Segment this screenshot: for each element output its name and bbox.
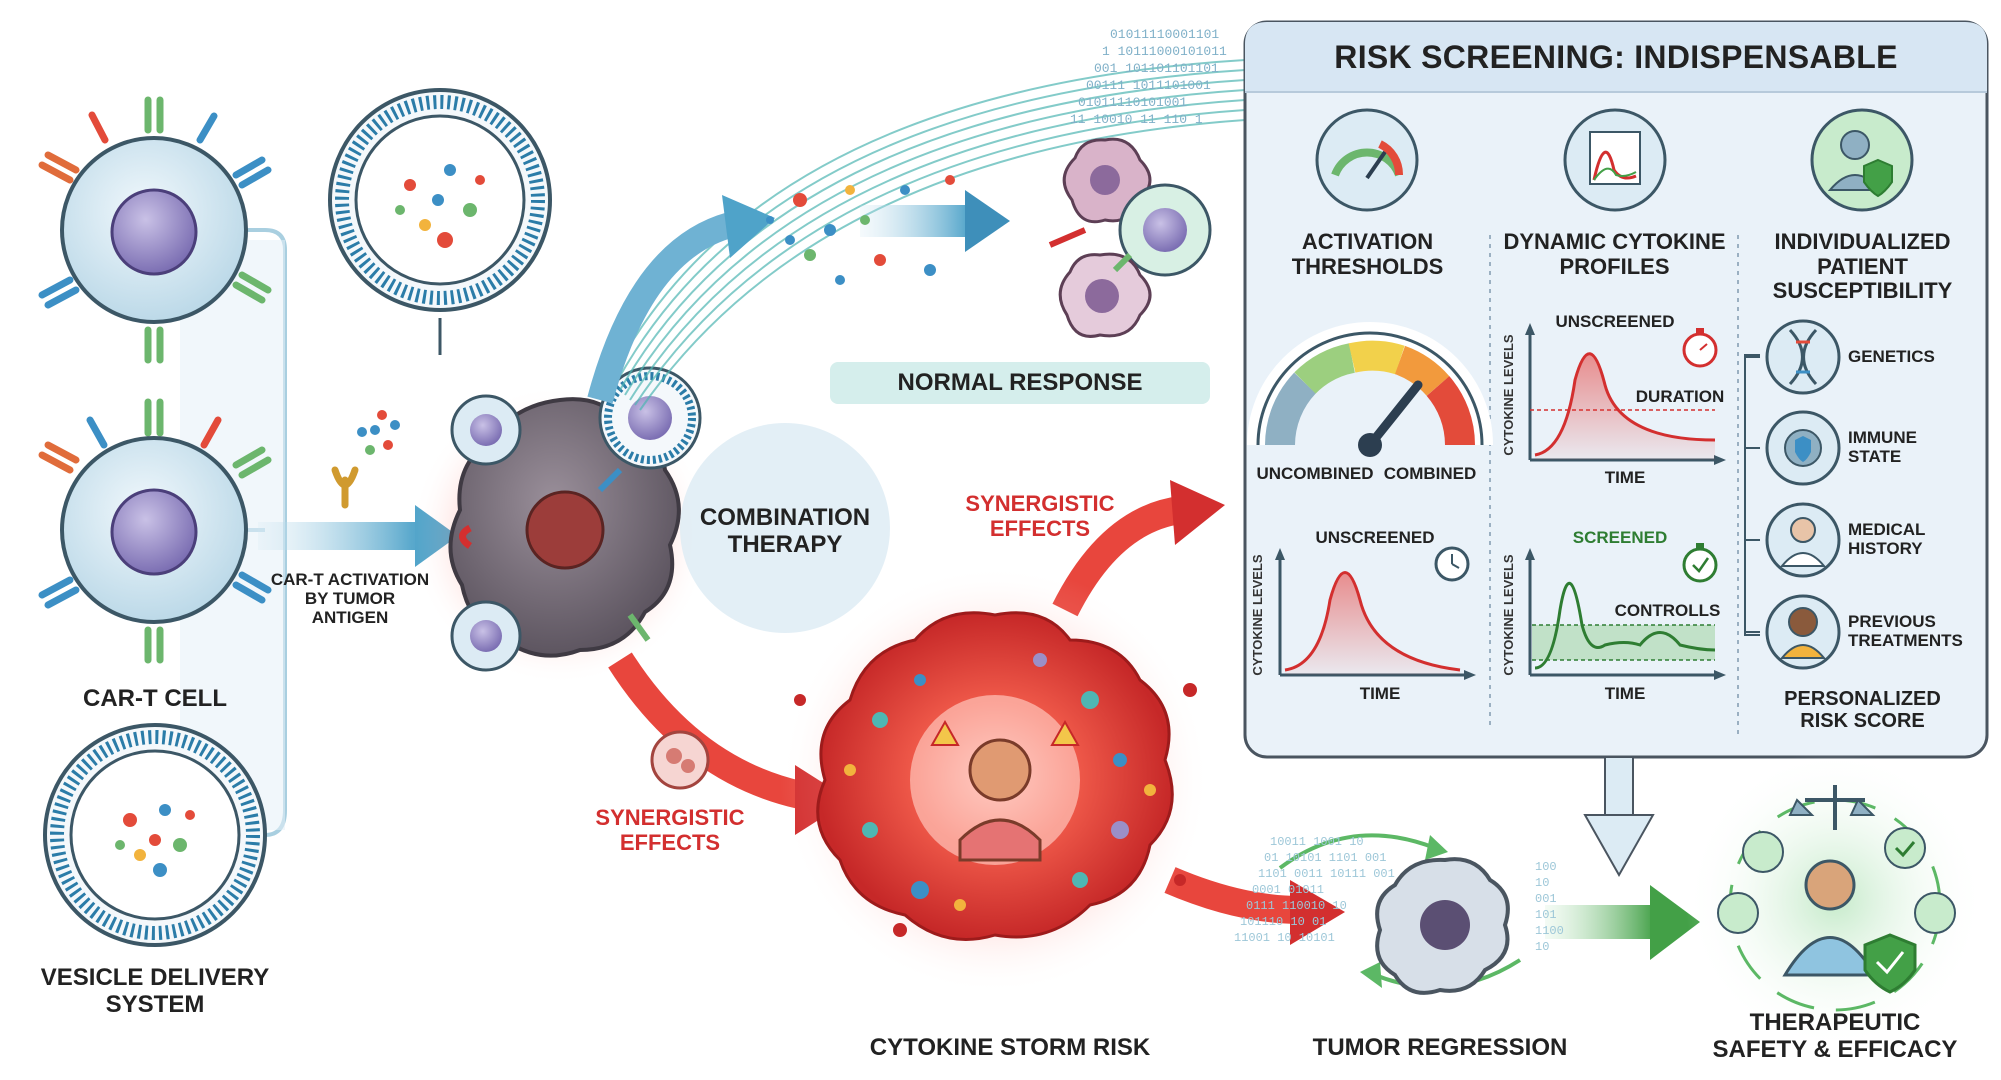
warning-icon — [930, 719, 960, 746]
green-arrow — [1545, 905, 1655, 939]
binary-string: 11 10010 11 110 1 — [1070, 112, 1203, 127]
binary-strings-bottom-right: 100 10 001 101 1100 10 — [1535, 860, 1564, 954]
tumor-regression-label: TUMOR REGRESSION — [1312, 1034, 1568, 1061]
binary-string: 001 — [1535, 892, 1557, 906]
chart-screened — [1525, 543, 1726, 680]
binary-string: 00111 1011101001 — [1086, 78, 1211, 93]
vesicle-delivery-label: VESICLE DELIVERY SYSTEM — [40, 964, 270, 1018]
chart1-ylabel: CYTOKINE LEVELS — [1250, 554, 1265, 675]
warning-icon — [1050, 719, 1080, 746]
cytokine-storm — [780, 565, 1210, 995]
dna-icon — [1765, 319, 1841, 395]
gauge-arc-label: ACTIVATION THRESHOLDS — [0, 0, 7, 4]
car-t-cell-middle — [38, 398, 272, 664]
chart3-title: SCREENED — [1572, 528, 1668, 547]
synergistic-effects-bottom-label: SYNERGISTIC EFFECTS — [595, 805, 745, 855]
therapeutic-safety-label: THERAPEUTIC SAFETY & EFFICACY — [1712, 1009, 1958, 1063]
binary-string: 01011110101001 — [1078, 95, 1187, 110]
binary-string: 1101 0011 10111 001 — [1258, 867, 1395, 881]
factor-genetics: GENETICS — [1848, 347, 1935, 366]
binary-string: 10 — [1535, 940, 1549, 954]
therapeutic-safety — [1685, 750, 1985, 1050]
binary-string: 01 10101 1101 001 — [1264, 851, 1386, 865]
car-t-cell-label: CAR-T CELL — [83, 685, 227, 712]
shield-check-icon — [1884, 827, 1926, 869]
car-t-activation-label: CAR-T ACTIVATION BY TUMOR ANTIGEN — [270, 570, 430, 628]
binary-string: 101110 10 01 — [1240, 915, 1326, 929]
col2-title: DYNAMIC CYTOKINE PROFILES — [1503, 229, 1726, 279]
small-cytokine-cell — [650, 730, 710, 790]
doctor-icon — [1765, 502, 1841, 578]
synergistic-arrow-bottom — [608, 652, 804, 809]
vesicle-left — [43, 723, 267, 947]
gauge-right-label: COMBINED — [1383, 464, 1477, 483]
binary-strings-top: 01011110001101 1 10111000101011 001 101101… — [1070, 27, 1227, 127]
normal-response-banner — [830, 362, 1210, 404]
normal-response-label: NORMAL RESPONSE — [897, 369, 1143, 396]
storm-to-tumor-arrow — [1164, 867, 1301, 924]
tumor-regression — [1278, 833, 1522, 995]
balance-scale-icon — [1788, 785, 1876, 830]
synergistic-effects-top-label: SYNERGISTIC EFFECTS — [965, 491, 1115, 541]
col3-title: INDIVIDUALIZED PATIENT SUSCEPTIBILITY — [1772, 229, 1953, 304]
thumbs-up-icon — [1914, 892, 1956, 934]
tumor-complex — [410, 366, 710, 685]
binary-string: 11001 10 10101 — [1234, 931, 1335, 945]
chart3-ylabel: CYTOKINE LEVELS — [1501, 554, 1516, 675]
speedometer-icon — [1315, 108, 1419, 212]
chart1-title: UNSCREENED — [1315, 528, 1435, 547]
risk-screening-panel — [1243, 20, 1989, 759]
activation-gauge — [1247, 322, 1493, 457]
chart2-xlabel: TIME — [1604, 468, 1646, 487]
panel-down-arrow — [1583, 756, 1655, 878]
normal-response-arrow — [587, 212, 734, 404]
binary-string: 1100 — [1535, 924, 1564, 938]
binary-strings-bottom-left: 10011 1001 10 01 10101 1101 001 1101 0011 … — [1234, 835, 1395, 945]
chart-unscreened-1 — [1275, 546, 1476, 680]
combination-therapy-label: COMBINATION THERAPY — [699, 504, 871, 558]
col1-title: ACTIVATION THRESHOLDS — [1291, 229, 1444, 279]
factor-previous-treatments: PREVIOUS TREATMENTS — [1848, 612, 1963, 651]
teal-flow-lines — [609, 59, 1246, 411]
chart3-annotation: CONTROLLS — [1614, 601, 1721, 620]
normal-response-cells — [1048, 137, 1212, 338]
binary-string: 10011 1001 10 — [1270, 835, 1364, 849]
combination-therapy-circle — [680, 423, 890, 633]
binary-string: 001 101101101101 — [1094, 61, 1219, 76]
chart1-xlabel: TIME — [1359, 684, 1401, 703]
chart2-title: UNSCREENED — [1555, 312, 1675, 331]
factor-medical-history: MEDICAL HISTORY — [1848, 520, 1926, 559]
chart2-ylabel: CYTOKINE LEVELS — [1501, 334, 1516, 455]
panel-title: RISK SCREENING: INDISPENSABLE — [1334, 39, 1898, 75]
shield-check-icon — [1717, 892, 1759, 934]
vesicle-top — [328, 88, 552, 355]
binary-string: 101 — [1535, 908, 1557, 922]
patient-shield-icon — [1810, 108, 1914, 212]
chart2-annotation: DURATION — [1635, 387, 1725, 406]
binary-string: 0001 01011 — [1252, 883, 1324, 897]
binary-string: 1 10111000101011 — [1102, 44, 1227, 59]
binary-string: 10 — [1535, 876, 1549, 890]
binary-string: 0111 110010 10 — [1246, 899, 1347, 913]
stopwatch-icon — [1682, 547, 1718, 583]
chart-unscreened-2 — [1525, 323, 1726, 465]
immune-cell-icon — [1765, 410, 1841, 486]
binary-string: 100 — [1535, 860, 1557, 874]
binary-string: 01011110001101 — [1110, 27, 1219, 42]
chart3-xlabel: TIME — [1604, 684, 1646, 703]
patient-woman-icon — [1765, 594, 1841, 670]
gauge-left-label: UNCOMBINED — [1256, 464, 1374, 483]
cytokine-particles-top — [766, 175, 1010, 285]
car-t-cell-top — [38, 96, 272, 364]
cytokine-storm-risk-label: CYTOKINE STORM RISK — [869, 1034, 1151, 1061]
factor-immune-state: IMMUNE STATE — [1848, 428, 1917, 467]
personalized-risk-score: PERSONALIZED RISK SCORE — [1784, 688, 1941, 733]
